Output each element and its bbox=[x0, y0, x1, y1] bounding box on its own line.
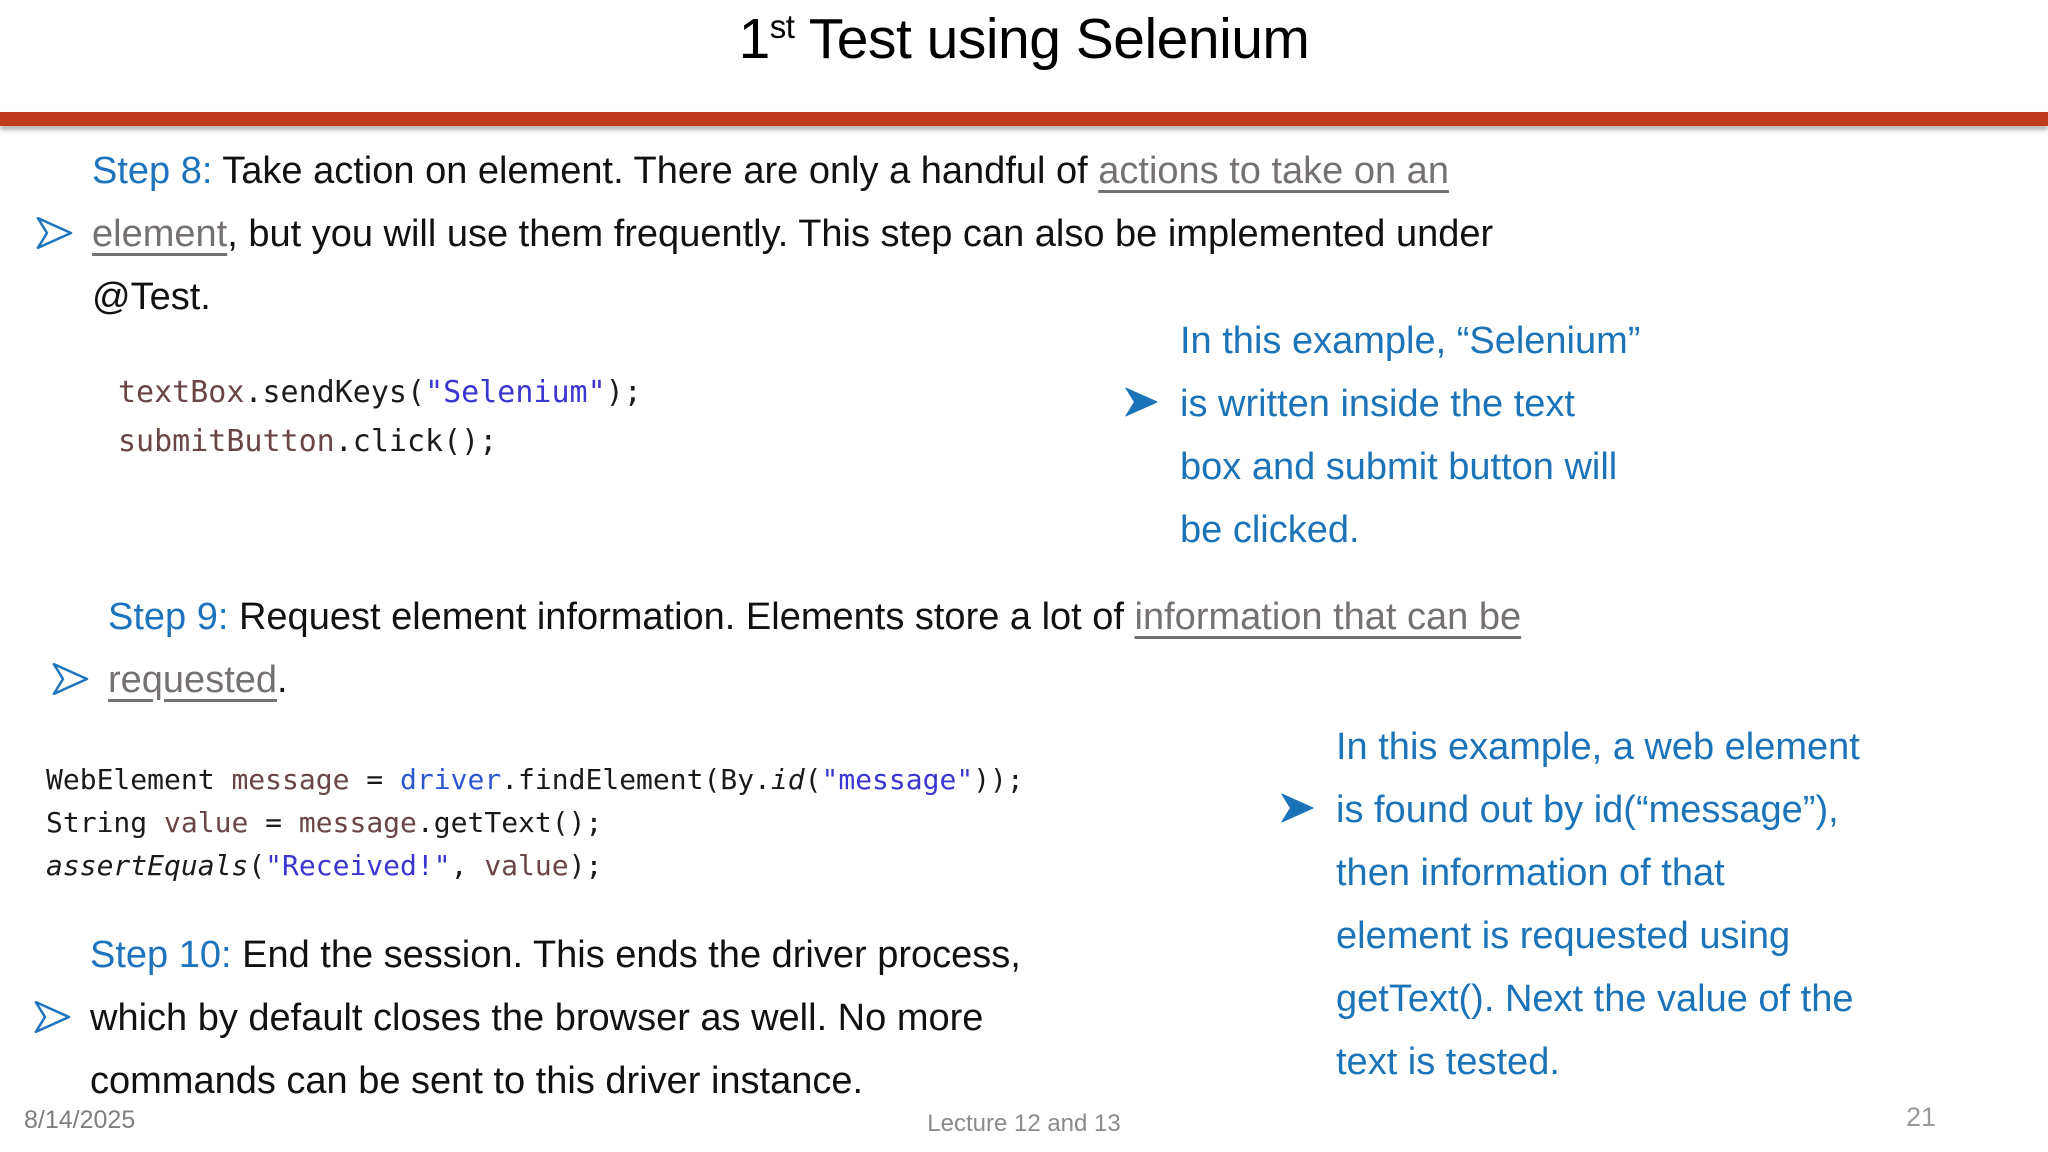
title-superscript: st bbox=[769, 9, 795, 46]
arrow-bullet-icon bbox=[36, 140, 92, 312]
step-9-text: Step 9: Request element information. Ele… bbox=[108, 586, 1952, 712]
code-line: WebElement message = driver.findElement(… bbox=[46, 763, 1024, 796]
step-10-text: Step 10: End the session. This ends the … bbox=[90, 924, 1254, 1113]
title-text: Test using Selenium bbox=[794, 7, 1310, 71]
step-8-link[interactable]: actions to take on an element bbox=[92, 150, 1449, 255]
example-2-item: In this example, a web element is found … bbox=[1280, 716, 2020, 1094]
step-10-label: Step 10: bbox=[90, 934, 232, 976]
arrow-bullet-icon bbox=[52, 586, 108, 758]
example-1-item: In this example, “Selenium” is written i… bbox=[1124, 310, 1844, 562]
step-8-text: Step 8: Take action on element. There ar… bbox=[92, 140, 1916, 329]
title-divider bbox=[0, 112, 2048, 126]
step-9-link[interactable]: information that can be requested bbox=[108, 596, 1522, 701]
example-2-text: In this example, a web element is found … bbox=[1336, 726, 1860, 1083]
step-9-item: Step 9: Request element information. Ele… bbox=[52, 586, 1952, 758]
code-line: textBox.sendKeys("Selenium"); bbox=[118, 375, 642, 410]
step-8-body-after: , but you will use them frequently. This… bbox=[92, 213, 1494, 318]
step-9-label: Step 9: bbox=[108, 596, 229, 638]
step-8-label: Step 8: bbox=[92, 150, 213, 192]
code-block-sendkeys-click: textBox.sendKeys("Selenium"); submitButto… bbox=[118, 368, 642, 466]
code-line: String value = message.getText(); bbox=[46, 806, 603, 839]
step-10-item: Step 10: End the session. This ends the … bbox=[34, 924, 1254, 1113]
arrow-bullet-icon bbox=[1280, 716, 1336, 886]
footer-lecture-label: Lecture 12 and 13 bbox=[927, 1110, 1121, 1137]
page-number: 21 bbox=[1905, 1102, 1936, 1132]
step-9-body-after: . bbox=[277, 659, 288, 701]
example-1-text: In this example, “Selenium” is written i… bbox=[1180, 320, 1641, 551]
title-number: 1 bbox=[738, 7, 771, 71]
arrow-bullet-icon bbox=[34, 924, 90, 1096]
code-line: assertEquals("Received!", value); bbox=[46, 849, 603, 882]
step-8-body-before: Take action on element. There are only a… bbox=[212, 150, 1099, 192]
step-10-body: End the session. This ends the driver pr… bbox=[90, 934, 1021, 1102]
code-line: submitButton.click(); bbox=[118, 424, 498, 459]
footer-date: 8/14/2025 bbox=[24, 1106, 136, 1134]
step-8-item: Step 8: Take action on element. There ar… bbox=[36, 140, 1916, 329]
slide-title: 1st Test using Selenium bbox=[0, 6, 2048, 72]
arrow-bullet-icon bbox=[1124, 310, 1180, 480]
code-block-findelement-assert: WebElement message = driver.findElement(… bbox=[46, 758, 1024, 887]
step-9-body-before: Request element information. Elements st… bbox=[228, 596, 1135, 638]
